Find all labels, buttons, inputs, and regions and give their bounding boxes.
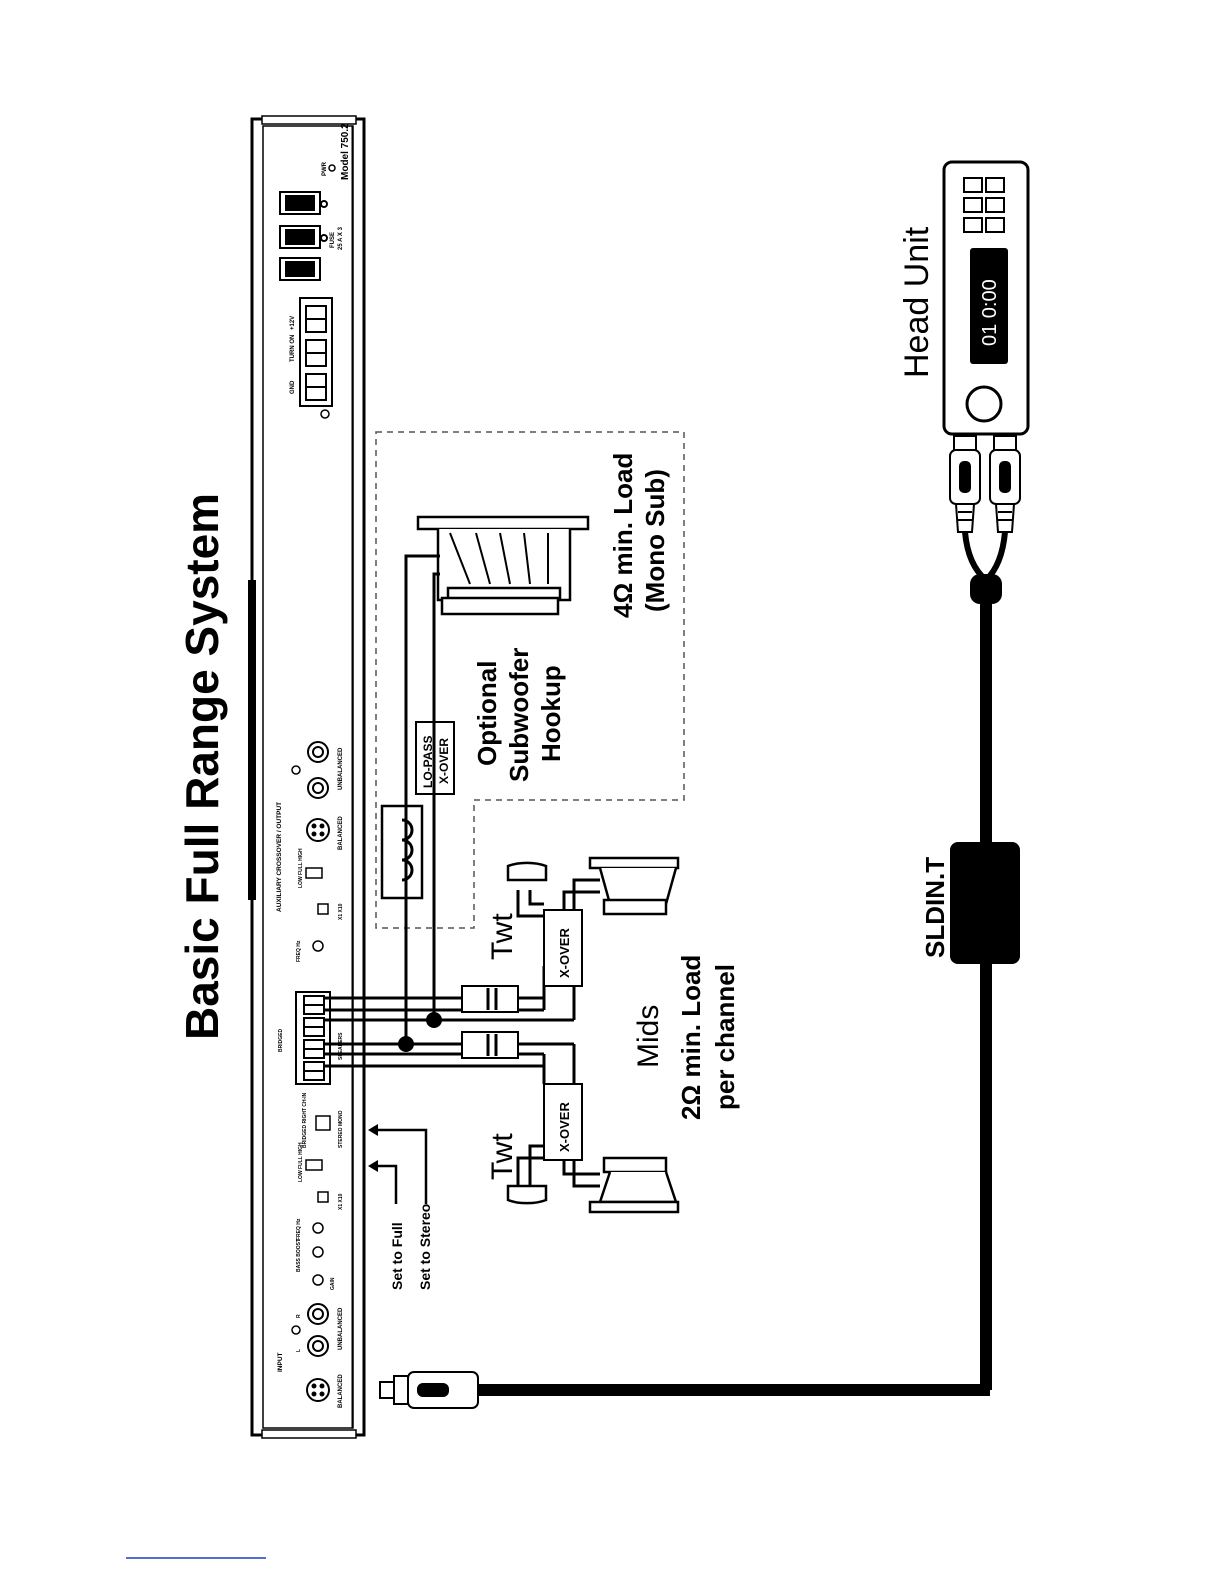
twt-bottom-label: Twt bbox=[486, 1133, 519, 1180]
head-unit-display bbox=[970, 248, 1008, 364]
bass-boost-knob[interactable] bbox=[312, 1246, 324, 1258]
speakers-label: SPEAKERS bbox=[338, 1032, 344, 1060]
head-unit bbox=[942, 160, 1030, 436]
aux-unbalanced-label: UNBALANCED bbox=[338, 747, 344, 790]
aux-freq-label: FREQ Hz bbox=[296, 940, 302, 962]
sub-load-line1: 4Ω min. Load bbox=[608, 453, 638, 618]
mids-label: Mids bbox=[632, 1005, 665, 1068]
bridged-right-label: BRIDGED RIGHT CH-IN bbox=[302, 1092, 308, 1148]
aux-ground-screw-icon bbox=[291, 765, 301, 775]
input-balanced-label: BALANCED bbox=[338, 1374, 344, 1408]
xover-bottom-box bbox=[543, 1083, 583, 1161]
aux-balanced-label: BALANCED bbox=[338, 816, 344, 850]
channel-l-label: L bbox=[296, 1349, 302, 1352]
aux-low-full-high-label: LOW FULL HIGH bbox=[298, 848, 304, 888]
head-unit-knob[interactable] bbox=[965, 385, 1003, 423]
din-plug-icon bbox=[379, 1371, 479, 1409]
input-rca-jacks bbox=[306, 1303, 330, 1402]
wire-junctions bbox=[398, 1012, 442, 1052]
set-to-stereo-label: Set to Stereo bbox=[417, 1204, 433, 1290]
turnon-label: TURN ON bbox=[290, 335, 296, 362]
subwoofer-optional-region bbox=[375, 431, 685, 929]
head-unit-display-text: 01 0:00 bbox=[979, 279, 1001, 346]
capacitor-icon bbox=[461, 985, 519, 1059]
rca-plugs-icon bbox=[949, 435, 1021, 533]
fuse-label: FUSE bbox=[330, 232, 336, 248]
power-terminal-block bbox=[299, 297, 333, 407]
bass-boost-label: BASS BOOST bbox=[296, 1239, 302, 1272]
gain-label: GAIN bbox=[330, 1277, 336, 1290]
mid-speaker-bottom-icon bbox=[588, 1156, 680, 1214]
aux-low-full-high-switch[interactable] bbox=[305, 867, 323, 879]
input-freq-label: FREQ Hz bbox=[296, 1218, 302, 1240]
plus12v-label: +12V bbox=[290, 316, 296, 330]
pwr-led-icon bbox=[328, 164, 336, 172]
fuse-block-icon bbox=[279, 191, 328, 281]
xover-top-box bbox=[543, 909, 583, 987]
input-low-full-high-switch[interactable] bbox=[305, 1159, 323, 1171]
aux-freq-knob[interactable] bbox=[312, 940, 324, 952]
amplifier: Model 750.2 PWR FUSE 25 A X 3 GND bbox=[248, 115, 366, 1439]
fuse-rating: 25 A X 3 bbox=[338, 226, 344, 250]
stereo-mono-label: STEREO MONO bbox=[338, 1110, 344, 1148]
signal-cable bbox=[478, 531, 1008, 1396]
aux-rca-outputs bbox=[306, 741, 330, 842]
mid-speaker-top-icon bbox=[588, 856, 680, 916]
amp-model: Model 750.2 bbox=[340, 123, 351, 180]
inductor-icon bbox=[380, 804, 424, 900]
switch-setting-arrows bbox=[368, 1124, 428, 1204]
sub-hookup-line1: Optional bbox=[472, 661, 502, 766]
sub-hookup-line2: Subwoofer bbox=[504, 648, 534, 782]
channel-r-label: R bbox=[296, 1314, 302, 1318]
diagram-title: Basic Full Range System bbox=[176, 493, 228, 1040]
xover-bottom-label: X-OVER bbox=[557, 1102, 572, 1152]
head-unit-label: Head Unit bbox=[898, 226, 936, 378]
sldint-box bbox=[950, 842, 1020, 964]
set-to-full-label: Set to Full bbox=[389, 1222, 405, 1290]
aux-x1-x10-label: X1 X10 bbox=[338, 903, 344, 920]
subwoofer-speaker-icon bbox=[416, 515, 590, 616]
lo-pass-line1: LO-PASS bbox=[421, 736, 435, 788]
input-x1-x10-switch[interactable] bbox=[317, 1191, 329, 1203]
input-x1-x10-label: X1 X10 bbox=[338, 1193, 344, 1210]
bridged-speakers-label: BRIDGED bbox=[278, 1029, 284, 1052]
mids-load-line2: per channel bbox=[710, 964, 740, 1110]
xover-top-label: X-OVER bbox=[557, 928, 572, 978]
aux-section-label: AUXILIARY CROSSOVER / OUTPUT bbox=[276, 802, 283, 912]
sub-hookup-line3: Hookup bbox=[536, 665, 566, 762]
twt-top-label: Twt bbox=[486, 913, 519, 960]
input-ground-screw-icon bbox=[291, 1325, 301, 1335]
mids-load-line1: 2Ω min. Load bbox=[676, 955, 706, 1120]
input-freq-knob[interactable] bbox=[312, 1222, 324, 1234]
gnd-screw-icon bbox=[320, 409, 330, 419]
tweeter-top-icon bbox=[506, 861, 548, 882]
stereo-mono-switch[interactable] bbox=[315, 1115, 331, 1131]
sldint-label: SLDIN.T bbox=[920, 857, 950, 958]
input-label: INPUT bbox=[277, 1352, 284, 1372]
aux-x1-x10-switch[interactable] bbox=[317, 903, 329, 915]
amp-pwr-label: PWR bbox=[322, 161, 328, 176]
lo-pass-line2: X-OVER bbox=[437, 738, 451, 784]
sub-load-line2: (Mono Sub) bbox=[640, 469, 670, 612]
speaker-terminal-block bbox=[295, 991, 331, 1085]
input-low-full-high-label: LOW FULL HIGH bbox=[298, 1142, 304, 1182]
input-unbalanced-label: UNBALANCED bbox=[338, 1307, 344, 1350]
tweeter-bottom-icon bbox=[506, 1184, 548, 1205]
gnd-label: GND bbox=[290, 380, 296, 394]
gain-knob[interactable] bbox=[312, 1274, 324, 1286]
